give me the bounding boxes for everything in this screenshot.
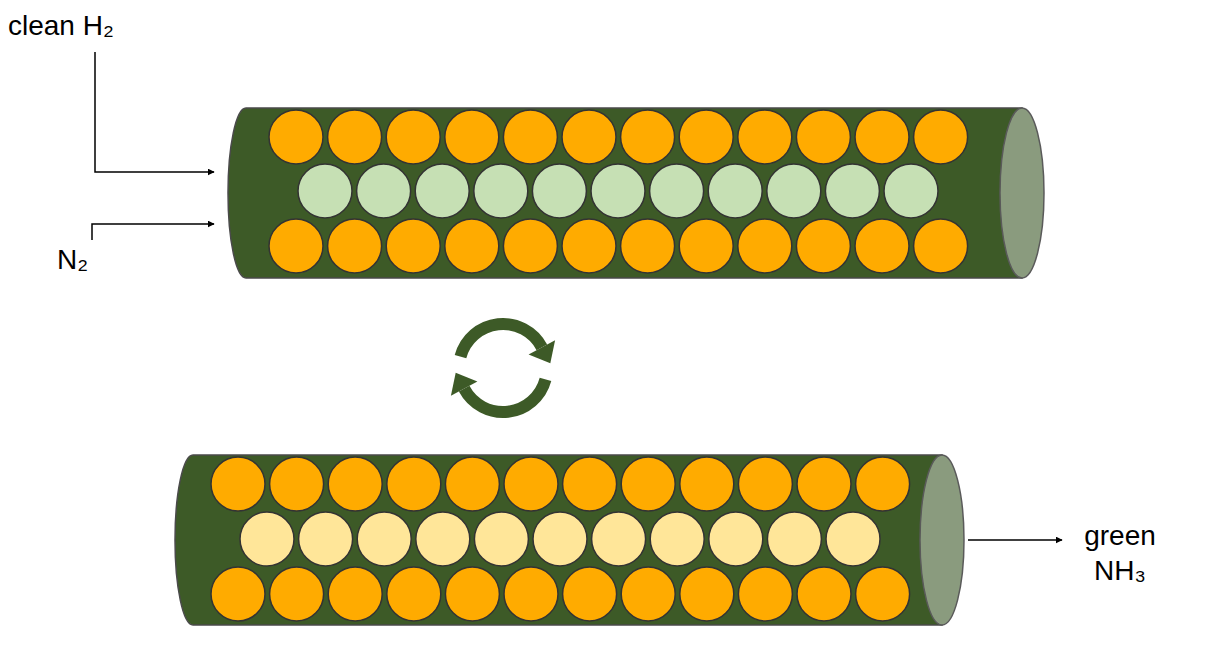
catalyst-particle	[621, 110, 675, 164]
catalyst-particle	[738, 110, 792, 164]
catalyst-particle	[856, 567, 910, 621]
catalyst-particle	[796, 219, 850, 273]
catalyst-particle	[738, 457, 792, 511]
tube-body	[228, 108, 1022, 278]
catalyst-particle	[680, 457, 734, 511]
catalyst-particle	[797, 567, 851, 621]
catalyst-particle	[650, 512, 704, 566]
catalyst-particle	[211, 457, 265, 511]
catalyst-particle	[533, 512, 587, 566]
reactor-tube	[175, 455, 964, 625]
catalyst-particle	[825, 164, 879, 218]
catalyst-particle	[328, 457, 382, 511]
catalyst-particle	[563, 457, 617, 511]
catalyst-particle	[503, 110, 557, 164]
cycle-symbol	[451, 318, 555, 418]
catalyst-particle	[270, 457, 324, 511]
flow-arrow	[92, 224, 214, 240]
catalyst-particle	[445, 567, 499, 621]
catalyst-particle	[738, 219, 792, 273]
catalyst-particle	[357, 512, 411, 566]
catalyst-particle	[503, 219, 557, 273]
tube-end-cap	[1000, 108, 1044, 278]
catalyst-particle	[914, 110, 968, 164]
catalyst-particle	[563, 567, 617, 621]
cycle-arrowhead	[451, 373, 477, 396]
catalyst-particle	[445, 457, 499, 511]
catalyst-particle	[621, 457, 675, 511]
catalyst-particle	[357, 164, 411, 218]
catalyst-particle	[445, 219, 499, 273]
catalyst-particle	[445, 110, 499, 164]
catalyst-particle	[679, 110, 733, 164]
catalyst-particle	[386, 219, 440, 273]
catalyst-particle	[621, 567, 675, 621]
catalyst-particle	[708, 164, 762, 218]
reactor-tube	[228, 108, 1044, 278]
catalyst-particle	[415, 164, 469, 218]
catalyst-particle	[855, 219, 909, 273]
flow-arrow	[968, 539, 1062, 541]
catalyst-particle	[621, 219, 675, 273]
catalyst-particle	[796, 110, 850, 164]
catalyst-particle	[474, 512, 528, 566]
catalyst-particle	[680, 567, 734, 621]
product-label: green NH₃	[1070, 518, 1170, 588]
catalyst-particle	[240, 512, 294, 566]
catalyst-particle	[269, 110, 323, 164]
catalyst-particle	[562, 110, 616, 164]
flow-arrow	[95, 52, 214, 172]
catalyst-particle	[269, 219, 323, 273]
catalyst-particle	[328, 567, 382, 621]
catalyst-particle	[416, 512, 470, 566]
catalyst-particle	[592, 512, 646, 566]
catalyst-particle	[826, 512, 880, 566]
catalyst-particle	[298, 164, 352, 218]
catalyst-particle	[884, 164, 938, 218]
catalyst-particle	[738, 567, 792, 621]
catalyst-particle	[562, 219, 616, 273]
catalyst-particle	[650, 164, 704, 218]
catalyst-particle	[797, 457, 851, 511]
catalyst-particle	[504, 457, 558, 511]
catalyst-particle	[504, 567, 558, 621]
catalyst-particle	[386, 110, 440, 164]
tube-end-cap	[920, 455, 964, 625]
catalyst-particle	[328, 219, 382, 273]
catalyst-particle	[532, 164, 586, 218]
catalyst-particle	[767, 512, 821, 566]
catalyst-particle	[270, 567, 324, 621]
feed-label: clean H₂	[8, 8, 114, 43]
catalyst-particle	[211, 567, 265, 621]
catalyst-particle	[856, 457, 910, 511]
catalyst-particle	[299, 512, 353, 566]
feed-label: N₂	[57, 242, 88, 277]
catalyst-particle	[474, 164, 528, 218]
catalyst-particle	[709, 512, 763, 566]
catalyst-particle	[679, 219, 733, 273]
cycle-arrowhead	[529, 340, 555, 363]
catalyst-particle	[387, 567, 441, 621]
tube-body	[175, 455, 942, 625]
catalyst-particle	[328, 110, 382, 164]
catalyst-particle	[387, 457, 441, 511]
catalyst-particle	[855, 110, 909, 164]
catalyst-particle	[767, 164, 821, 218]
catalyst-particle	[591, 164, 645, 218]
catalyst-particle	[914, 219, 968, 273]
